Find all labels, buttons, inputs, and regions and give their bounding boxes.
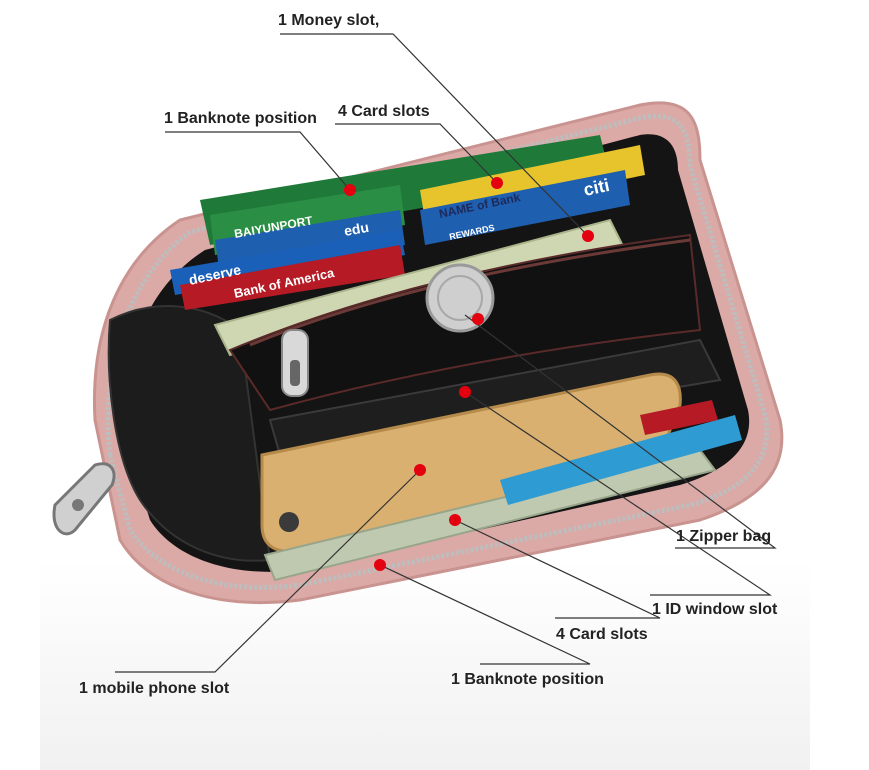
phone-camera [279, 512, 299, 532]
line-mobile-phone [115, 469, 421, 673]
left-gusset [107, 305, 272, 562]
inner-zipper-pull [281, 329, 309, 397]
callout-markers [344, 177, 594, 571]
line-card-slots-top [335, 123, 498, 184]
line-id-window [464, 391, 772, 596]
cards-back-row [170, 135, 645, 310]
callout-lines [115, 33, 777, 673]
label-mobile-phone: 1 mobile phone slot [79, 680, 230, 697]
label-id-window: 1 ID window slot [652, 601, 778, 618]
marker-id-window [459, 386, 471, 398]
label-card-slots-bottom: 4 Card slots [556, 626, 648, 643]
marker-card-slots-top [491, 177, 503, 189]
line-banknote-bottom [379, 564, 591, 665]
line-zipper-bag [464, 314, 777, 549]
label-banknote-top: 1 Banknote position [164, 110, 317, 127]
line-card-slots-bottom [454, 519, 661, 619]
id-window-pocket [268, 338, 722, 457]
marker-mobile-phone [414, 464, 426, 476]
card-lower-red [640, 400, 718, 435]
label-money-slot: 1 Money slot, [278, 12, 380, 29]
card-lower-blue [500, 415, 742, 505]
card-text-edu: edu [343, 219, 370, 239]
marker-zipper-bag [472, 313, 484, 325]
marker-banknote-bottom [374, 559, 386, 571]
label-card-slots-top: 4 Card slots [338, 103, 430, 120]
label-banknote-bottom: 1 Banknote position [451, 671, 604, 688]
line-money-slot [280, 33, 589, 237]
marker-card-slots-bottom [449, 514, 461, 526]
marker-money-slot [582, 230, 594, 242]
marker-banknote-top [344, 184, 356, 196]
label-zipper-bag: 1 Zipper bag [676, 528, 772, 545]
zipper-track [105, 113, 770, 590]
line-banknote-top [165, 131, 351, 191]
card-boa [180, 245, 405, 310]
card-citi [420, 170, 630, 245]
outer-zipper-pull [52, 462, 116, 536]
